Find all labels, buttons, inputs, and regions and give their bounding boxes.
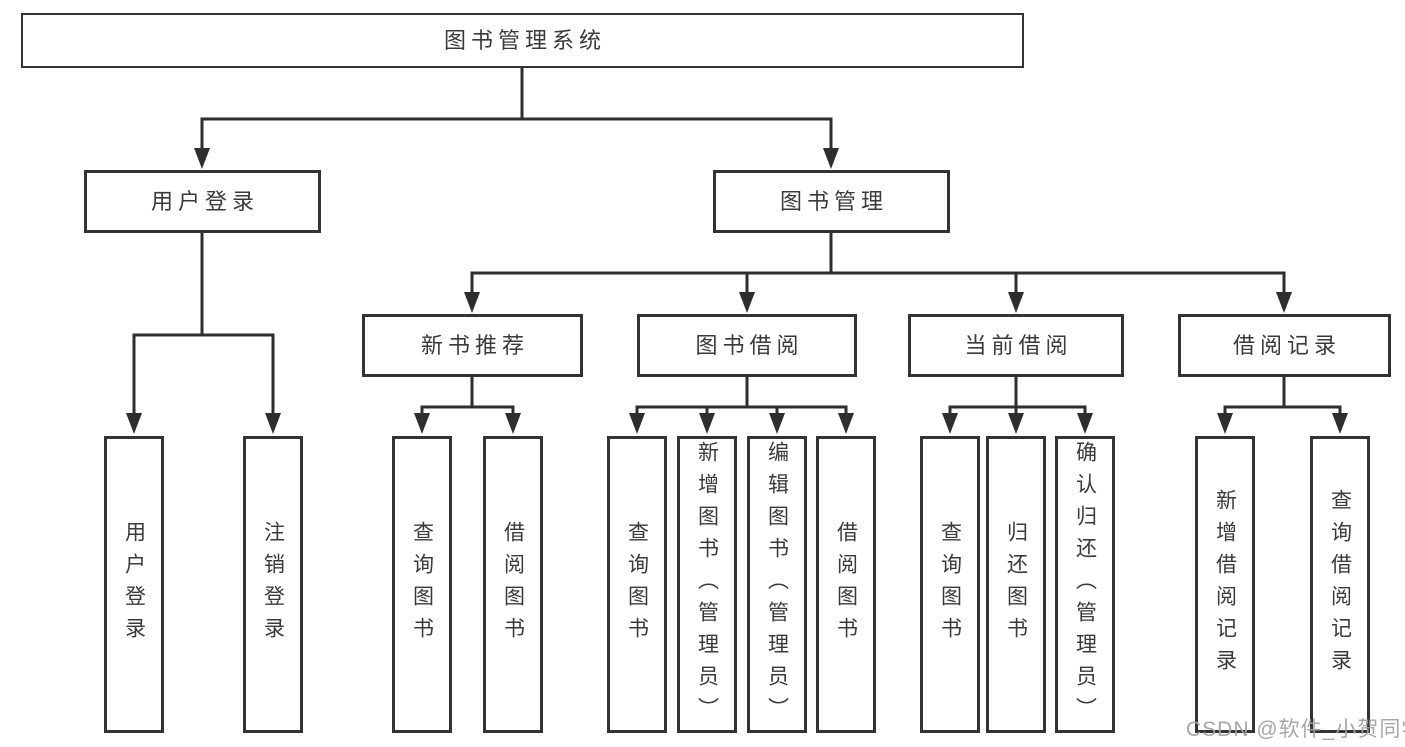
- leaf-query-books-current: 查询图书: [920, 436, 980, 733]
- connector-book-borrow-to-leaves: [629, 375, 854, 434]
- leaf-edit-books-admin: 编辑图书（管理员）: [747, 436, 807, 733]
- connector-book-management-to-level2: [464, 231, 1292, 313]
- node-book-borrow: 图书借阅: [637, 314, 857, 377]
- leaf-query-books-recommend: 查询图书: [392, 436, 452, 733]
- leaf-borrow-books: 借阅图书: [816, 436, 876, 733]
- leaf-query-borrow-record: 查询借阅记录: [1310, 436, 1370, 733]
- leaf-label: 借阅图书: [834, 520, 858, 649]
- node-label: 图书管理系统: [443, 27, 606, 53]
- leaf-label: 新增借阅记录: [1213, 488, 1237, 681]
- connector-user-login-to-leaves: [126, 231, 281, 434]
- connector-borrow-records-to-leaves: [1217, 375, 1348, 434]
- leaf-label: 查询借阅记录: [1328, 488, 1352, 681]
- leaf-query-books-borrow: 查询图书: [607, 436, 667, 733]
- leaf-add-books-admin: 新增图书（管理员）: [677, 436, 737, 733]
- node-label: 用户登录: [150, 188, 259, 214]
- csdn-watermark: CSDN @软件_小贺同学: [1186, 718, 1405, 741]
- node-library-management-system: 图书管理系统: [21, 13, 1024, 68]
- leaf-label: 编辑图书（管理员）: [765, 440, 789, 729]
- node-label: 新书推荐: [420, 332, 529, 358]
- leaf-confirm-return-admin: 确认归还（管理员）: [1055, 436, 1115, 733]
- leaf-return-books: 归还图书: [986, 436, 1046, 733]
- leaf-label: 用户登录: [122, 520, 146, 649]
- node-label: 借阅记录: [1232, 332, 1341, 358]
- node-book-management: 图书管理: [713, 170, 950, 233]
- node-label: 图书借阅: [695, 332, 804, 358]
- node-label: 当前借阅: [964, 332, 1073, 358]
- leaf-label: 查询图书: [938, 520, 962, 649]
- leaf-label: 新增图书（管理员）: [695, 440, 719, 729]
- leaf-label: 查询图书: [410, 520, 434, 649]
- connector-current-borrow-to-leaves: [942, 375, 1093, 434]
- leaf-label: 借阅图书: [501, 520, 525, 649]
- leaf-label: 注销登录: [261, 520, 285, 649]
- leaf-label: 查询图书: [625, 520, 649, 649]
- leaf-label: 确认归还（管理员）: [1073, 440, 1097, 729]
- leaf-add-borrow-record: 新增借阅记录: [1195, 436, 1255, 733]
- connector-root-to-level1: [194, 66, 839, 169]
- node-current-borrow: 当前借阅: [908, 314, 1124, 377]
- node-user-login: 用户登录: [84, 170, 321, 233]
- node-label: 图书管理: [779, 188, 888, 214]
- connector-new-book-recommend-to-leaves: [414, 375, 521, 434]
- leaf-borrow-books-recommend: 借阅图书: [483, 436, 543, 733]
- leaf-label: 归还图书: [1004, 520, 1028, 649]
- leaf-user-login: 用户登录: [104, 436, 164, 733]
- node-borrow-records: 借阅记录: [1178, 314, 1391, 377]
- leaf-logout-login: 注销登录: [243, 436, 303, 733]
- node-new-book-recommend: 新书推荐: [362, 314, 583, 377]
